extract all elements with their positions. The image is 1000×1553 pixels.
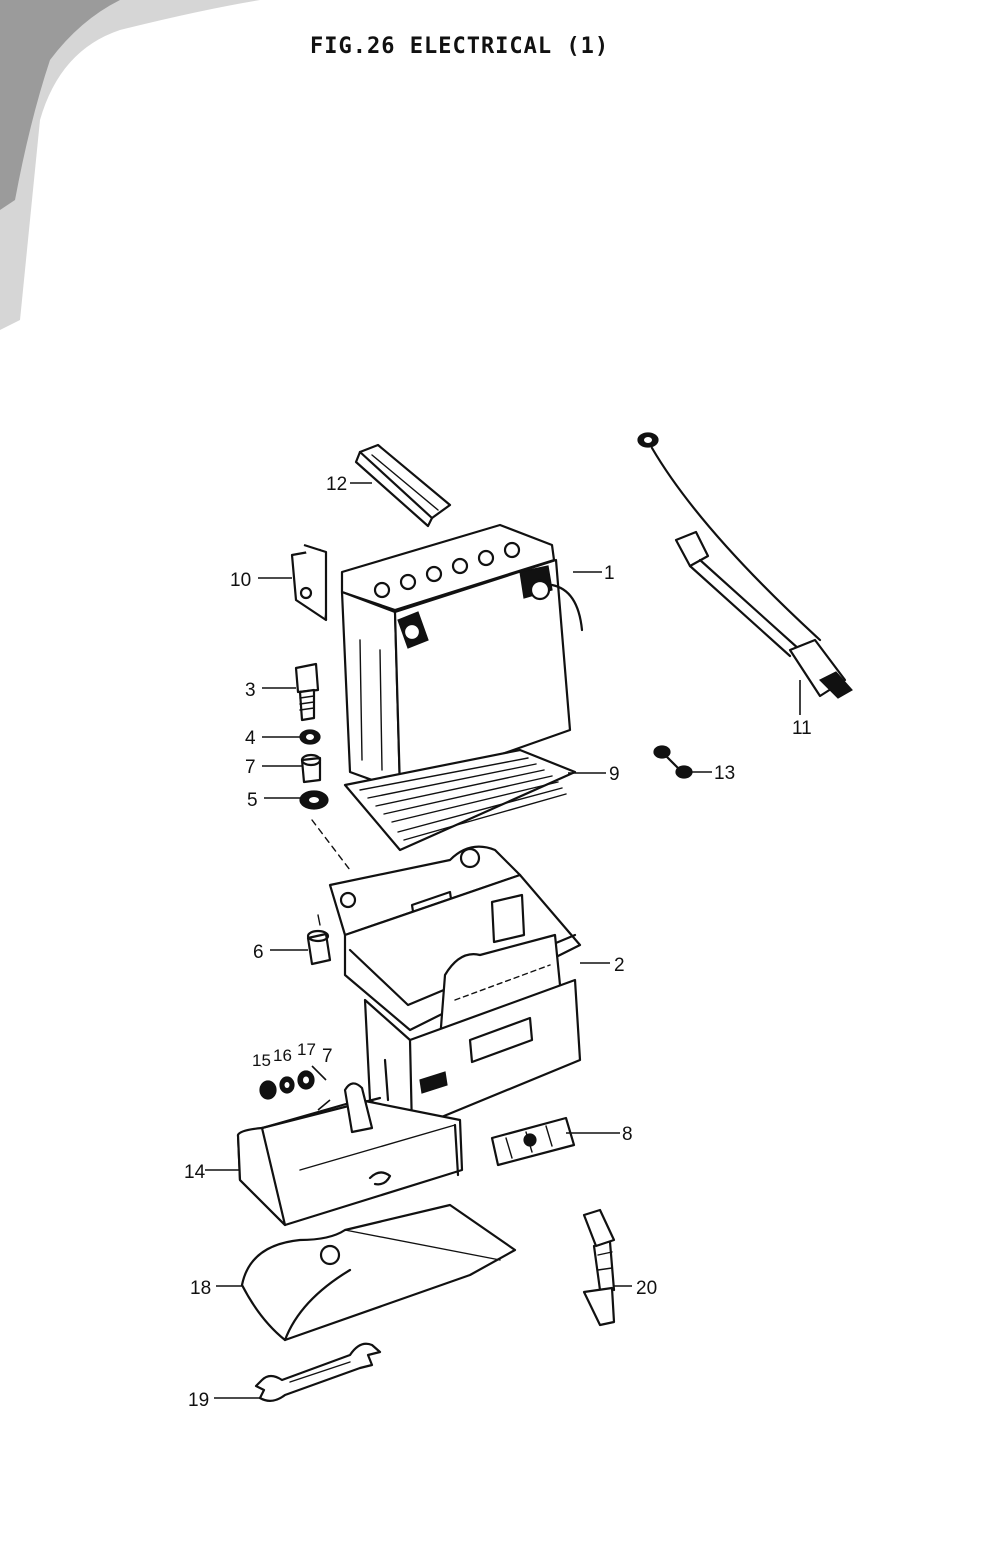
callout-14: 14: [184, 1162, 206, 1183]
scan-noise: [0, 0, 260, 330]
part-14-tool-case: [236, 1082, 464, 1227]
part-1-battery: [340, 523, 584, 792]
callout-5: 5: [247, 790, 258, 811]
callout-7-case: 7: [322, 1046, 333, 1067]
figure-title: FIG.26 ELECTRICAL (1): [310, 34, 610, 59]
part-12-battery-strap: [354, 443, 452, 528]
callout-9: 9: [609, 764, 620, 785]
callout-10: 10: [230, 570, 251, 591]
callout-16: 16: [273, 1046, 292, 1065]
part-6-cushion: [306, 914, 332, 966]
callout-6: 6: [253, 942, 264, 963]
callout-18: 18: [190, 1278, 211, 1299]
callout-8: 8: [622, 1124, 633, 1145]
callout-15: 15: [252, 1051, 271, 1070]
callout-12: 12: [326, 474, 347, 495]
callout-17: 17: [297, 1040, 316, 1059]
callout-4: 4: [245, 728, 256, 749]
part-17-washer: [297, 1070, 315, 1090]
part-11-lead-wire: [637, 432, 853, 699]
callout-3: 3: [245, 680, 256, 701]
part-18-tool-cover: [240, 1203, 517, 1342]
callout-13: 13: [714, 763, 735, 784]
part-3-bolt: [294, 662, 320, 722]
part-8-fuse-holder: [490, 1116, 576, 1167]
assembly-line: [311, 819, 351, 871]
callout-2: 2: [614, 955, 625, 976]
part-4-washer: [299, 729, 321, 745]
callout-11: 11: [792, 718, 812, 739]
part-20-clamp-band: [582, 1208, 616, 1327]
callout-1: 1: [604, 563, 615, 584]
callout-19: 19: [188, 1390, 209, 1411]
callout-labels: 1 2 3 4 5 6 7 7 8 9 10 11 12 13 14 15 16…: [184, 474, 812, 1411]
callout-7-collar: 7: [245, 757, 256, 778]
part-15-nut: [259, 1080, 277, 1100]
part-16-washer: [279, 1076, 295, 1094]
part-10-bracket: [290, 543, 328, 622]
part-19-wrench: [254, 1342, 382, 1402]
part-7-collar: [300, 753, 322, 784]
part-9-battery-mat: [343, 748, 577, 852]
part-2-battery-holder: [328, 845, 582, 1132]
callout-20: 20: [636, 1278, 657, 1299]
part-13-bolt: [653, 745, 693, 779]
part-5-washer: [299, 790, 329, 810]
leader-lines: [205, 482, 801, 1399]
